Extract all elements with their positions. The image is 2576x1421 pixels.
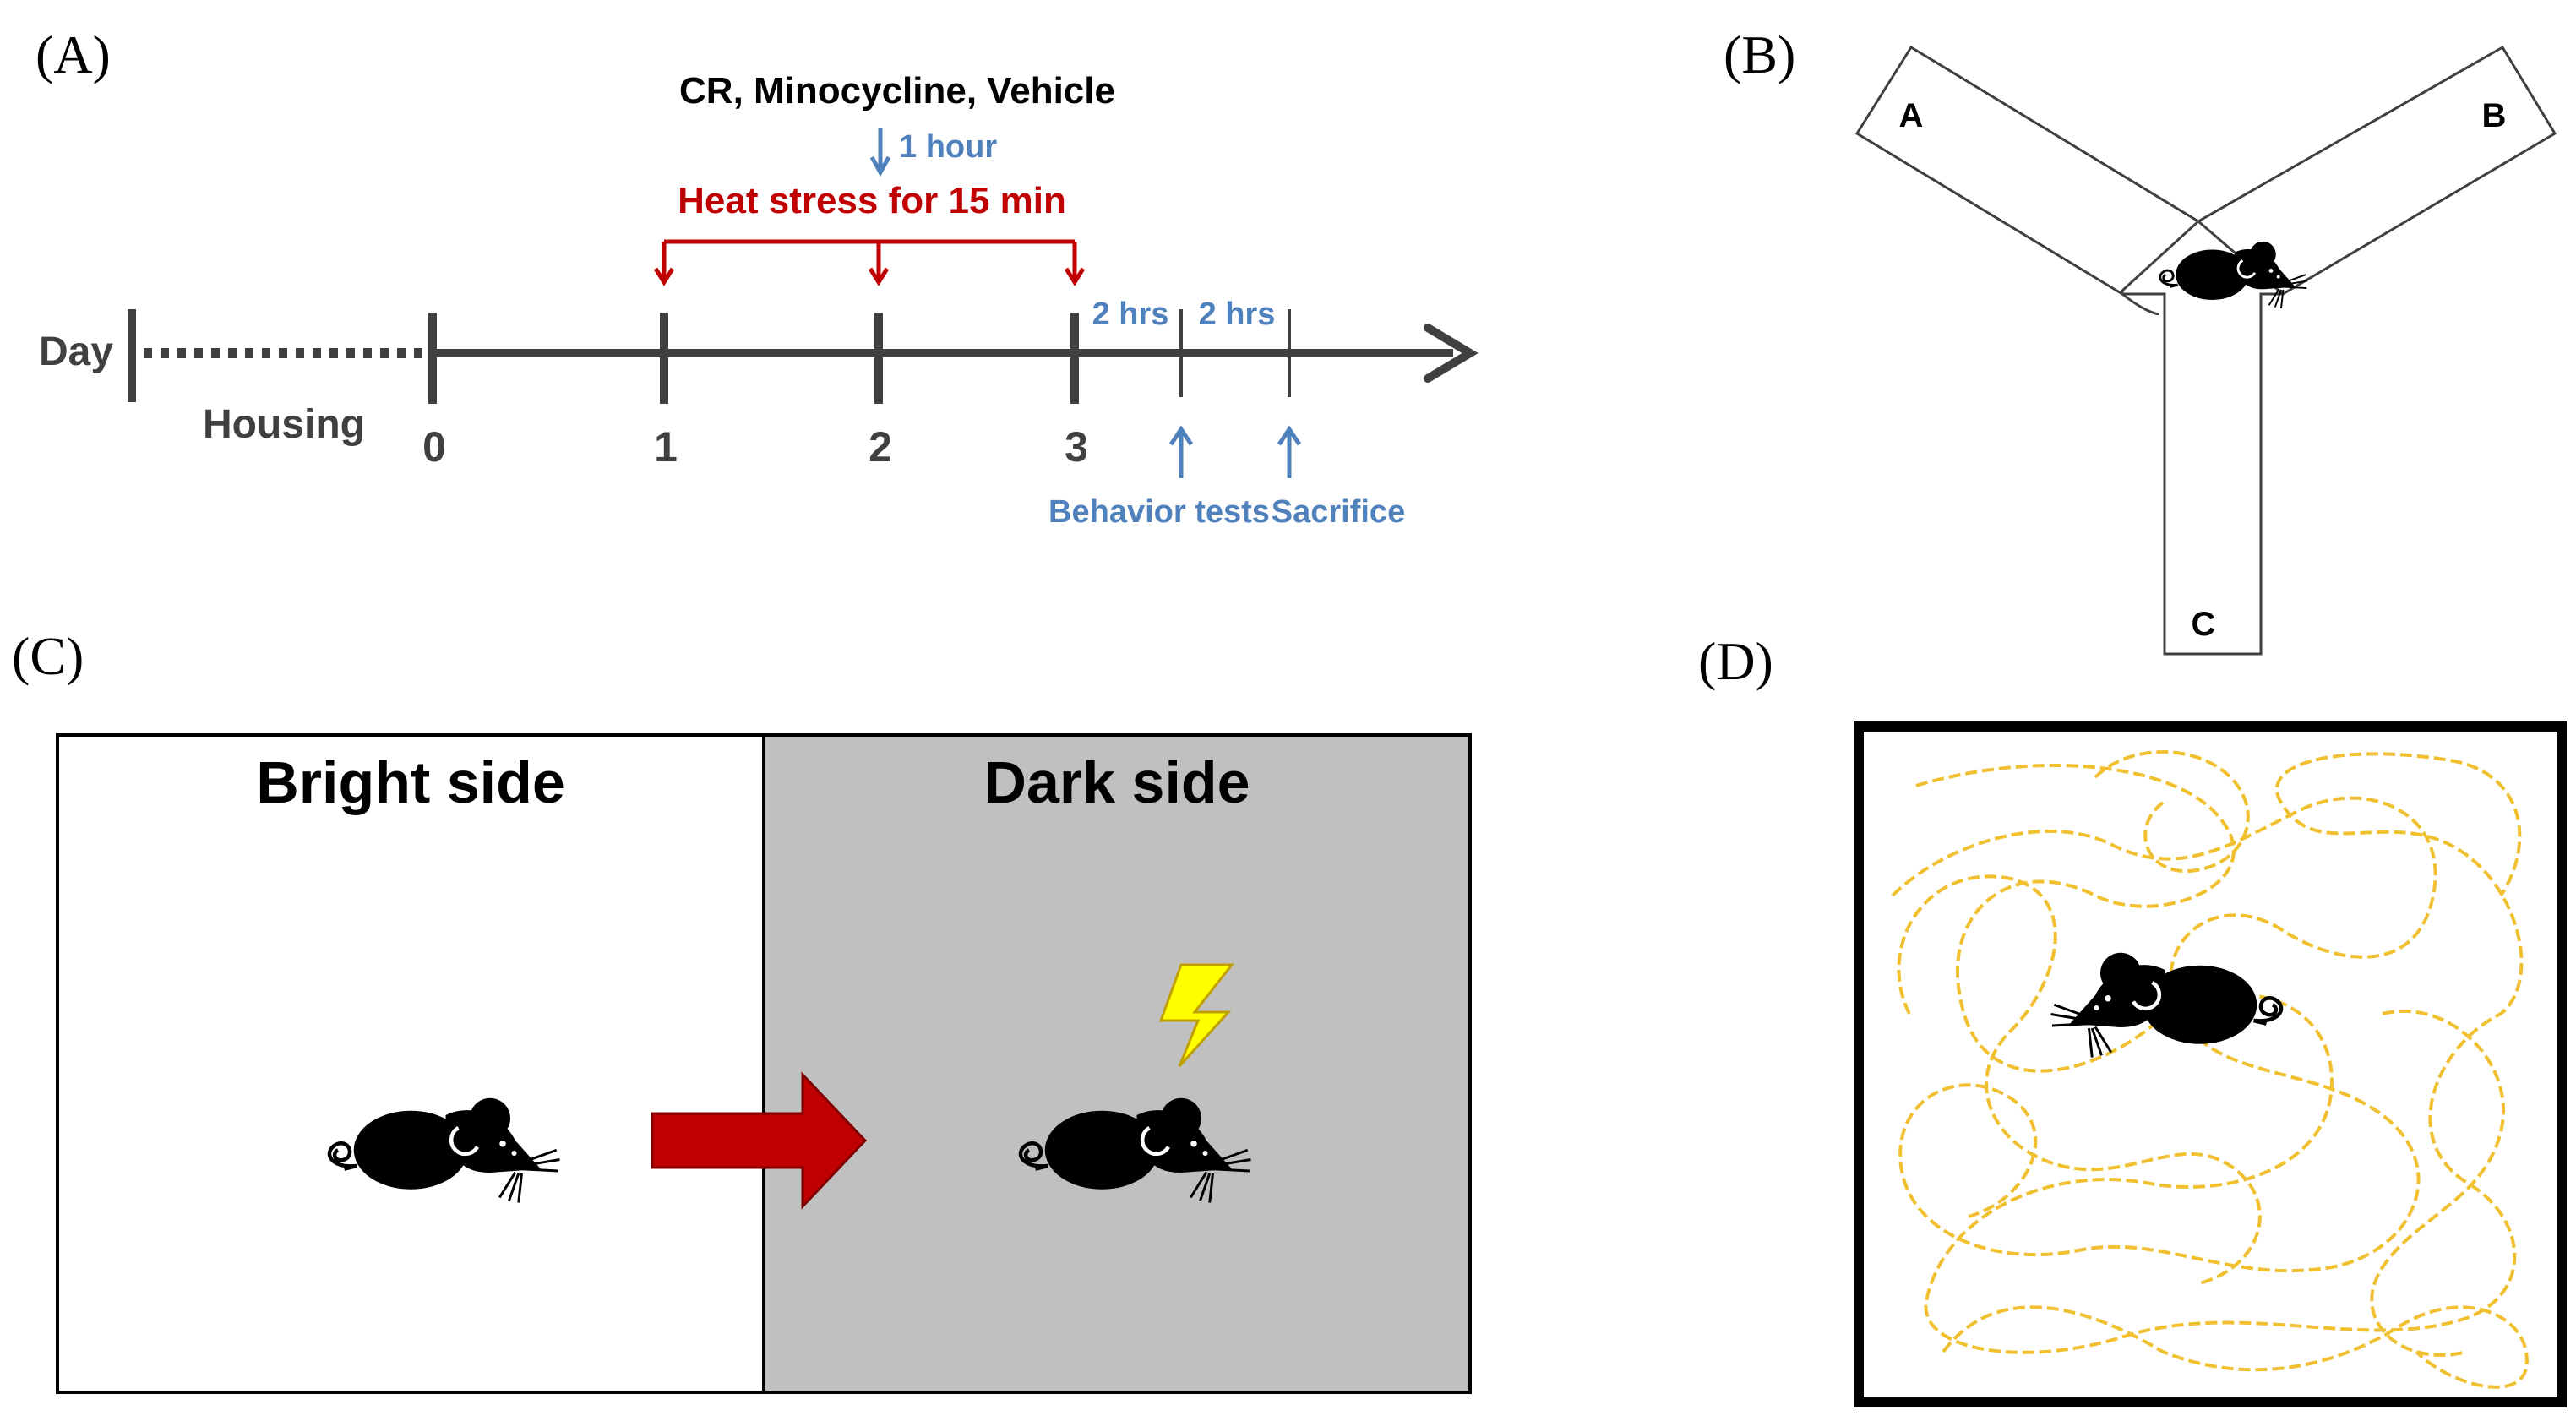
bright-chamber xyxy=(56,733,765,1394)
timeline-arrowhead xyxy=(1424,324,1479,383)
panel-c-label: (C) xyxy=(12,626,84,686)
panel-b: (B) A B C xyxy=(1724,24,2557,656)
dark-chamber xyxy=(762,733,1472,1394)
one-hour-label: 1 hour xyxy=(899,129,997,165)
day-tick-label-2: 2 xyxy=(869,423,892,471)
day-ticks xyxy=(428,313,1079,404)
y-maze-arm-a xyxy=(1854,45,2201,297)
y-maze-center-edge xyxy=(2121,292,2160,316)
housing-label: Housing xyxy=(203,402,365,447)
treatment-label: CR, Minocycline, Vehicle xyxy=(679,70,1115,112)
arm-label-c: C xyxy=(2192,606,2216,643)
heat-stress-bracket xyxy=(653,239,1086,286)
hour-ticks xyxy=(1179,309,1291,397)
interval-label-2: 2 hrs xyxy=(1199,297,1276,332)
behavior-tests-label: Behavior tests xyxy=(1048,494,1270,530)
one-hour-arrow-head xyxy=(869,155,891,177)
interval-label-1: 2 hrs xyxy=(1092,297,1169,332)
panel-d-label: (D) xyxy=(1698,631,1773,691)
y-maze-arm-c xyxy=(2122,292,2283,656)
sacrifice-label: Sacrifice xyxy=(1272,494,1405,530)
panel-d: (D) xyxy=(1698,631,2567,1407)
day-tick-label-1: 1 xyxy=(654,423,678,471)
dark-side-title: Dark side xyxy=(983,749,1250,815)
panel-c: (C) Bright side Dark side xyxy=(12,626,1472,1394)
panel-b-label: (B) xyxy=(1724,24,1795,84)
panel-a-label: (A) xyxy=(35,24,111,84)
behavior-arrow xyxy=(1168,425,1194,478)
bright-side-title: Bright side xyxy=(256,749,565,815)
lightning-bolt-icon xyxy=(1158,963,1235,1068)
sacrifice-arrow xyxy=(1277,425,1302,478)
heat-stress-label: Heat stress for 15 min xyxy=(678,180,1066,221)
movement-trace xyxy=(1891,750,2529,1389)
right-arrow-icon xyxy=(651,1071,868,1210)
arm-label-a: A xyxy=(1899,97,1924,134)
panel-a: (A) CR, Minocycline, Vehicle 1 hour Heat… xyxy=(35,24,1479,530)
open-field-arena xyxy=(1854,721,2567,1407)
day-tick-label-0: 0 xyxy=(422,423,446,471)
day-tick-label-3: 3 xyxy=(1065,423,1088,471)
arm-label-b: B xyxy=(2482,97,2507,134)
day-label: Day xyxy=(39,329,113,374)
